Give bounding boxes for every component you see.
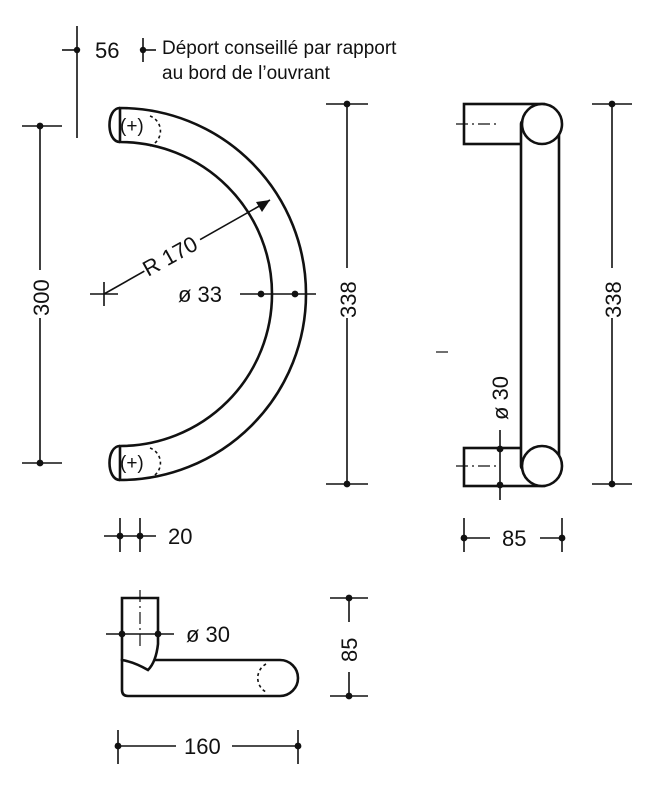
radius-label-gap (136, 226, 208, 284)
dia-30-top-dot-right (154, 630, 162, 638)
bar-end-top (520, 102, 564, 146)
bar-end-bottom (520, 444, 564, 488)
dim-20-label: 20 (168, 524, 192, 549)
dim-85-side-label: 85 (502, 526, 526, 551)
mount-hidden-top (149, 115, 162, 147)
side-view: ø 30 338 85 (436, 100, 632, 552)
dim-338-side-label: 338 (601, 281, 626, 318)
top-bar (120, 658, 300, 698)
curved-handle-tube (118, 106, 308, 482)
dim-300-dot-top (36, 122, 44, 130)
dim-338-front-label: 338 (336, 281, 361, 318)
dia-30-side-dot-top (496, 445, 504, 453)
offset-value: 56 (95, 38, 119, 63)
dim-160-label: 160 (184, 734, 221, 759)
dia-33-dot-outer (291, 290, 299, 298)
dia-30-top-dot-left (118, 630, 126, 638)
dim-338-side-dot-top (608, 100, 616, 108)
dia-30-side-dot-bottom (496, 481, 504, 489)
dim-85-top-dot-bottom (345, 692, 353, 700)
mount-hidden-bottom (149, 447, 162, 479)
dim-160-dot-right (294, 742, 302, 750)
radius-label: R 170 (138, 231, 201, 281)
dim-338-front-dot-bottom (343, 480, 351, 488)
note-line-1: Déport conseillé par rapport (162, 38, 397, 59)
top-bar-hidden-end (257, 663, 267, 693)
dim-338-front-gap (335, 268, 359, 318)
dia-33-dot-inner (257, 290, 265, 298)
offset-note: 56 Déport conseillé par rapport au bord … (62, 26, 397, 138)
dim-338-side-gap (600, 268, 624, 318)
dim-20-dot-left (116, 532, 124, 540)
dim-85-top-label: 85 (337, 638, 362, 662)
dim-20-dot-right (136, 532, 144, 540)
dim-85-top-dot-top (345, 594, 353, 602)
dim-85-side-dot-right (558, 534, 566, 542)
tube-end-top (108, 106, 121, 144)
mount-mark-bottom: (+) (120, 453, 144, 474)
dim-85-side-dot-left (460, 534, 468, 542)
vertical-bar (519, 118, 561, 472)
dia-33-label: ø 33 (178, 282, 222, 307)
dia-30-side-label: ø 30 (488, 376, 513, 420)
radius-arrowhead (256, 200, 270, 212)
dia-30-top-label: ø 30 (186, 622, 230, 647)
offset-dot-left (73, 46, 81, 54)
dim-338-side-dot-bottom (608, 480, 616, 488)
dim-300-gap (28, 270, 52, 318)
mount-mark-top: (+) (120, 116, 144, 137)
tube-end-bottom (108, 444, 121, 482)
dim-300-dot-bottom (36, 459, 44, 467)
offset-dot-right (139, 46, 147, 54)
dim-160-dot-left (114, 742, 122, 750)
front-view: 300 (+) (+) R 170 ø 33 338 (22, 100, 368, 552)
note-line-2: au bord de l’ouvrant (162, 63, 331, 84)
dim-338-front-dot-top (343, 100, 351, 108)
top-view: ø 30 85 160 (106, 590, 368, 764)
dim-300-label: 300 (29, 279, 54, 316)
